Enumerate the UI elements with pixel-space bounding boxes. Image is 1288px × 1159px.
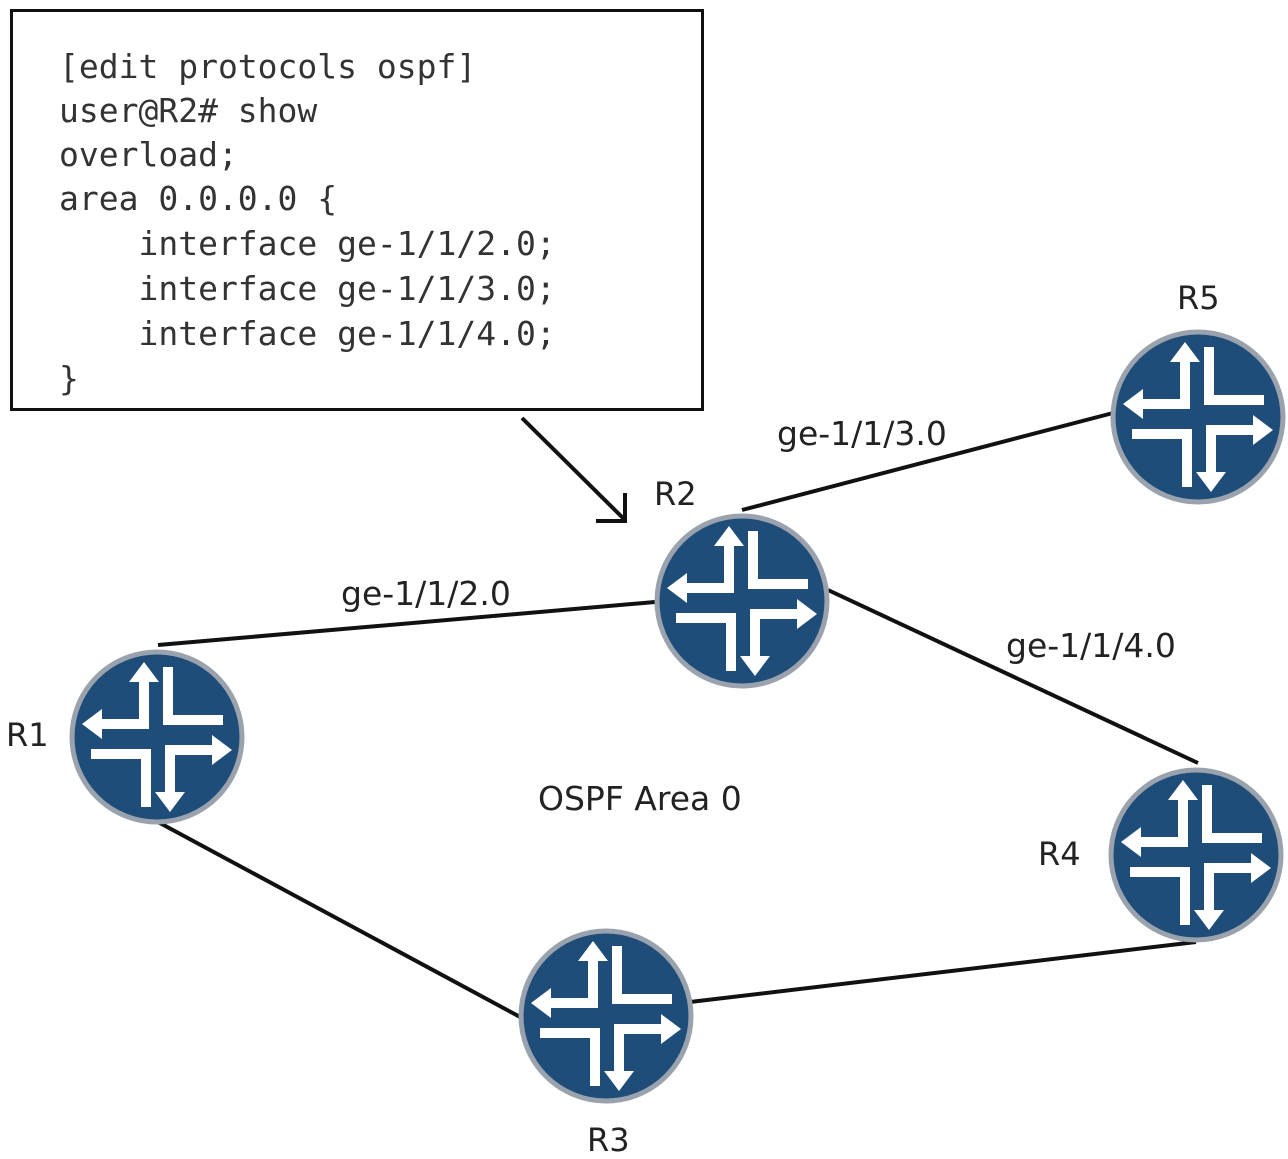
- router-label-r3: R3: [587, 1121, 630, 1159]
- router-icon-r3: [521, 931, 691, 1101]
- router-label-r1: R1: [6, 716, 49, 754]
- config-line: interface ge-1/1/2.0;: [59, 224, 556, 263]
- callout-arrowhead: [596, 493, 627, 523]
- link-r2-r5: [741, 411, 1114, 512]
- config-line: interface ge-1/1/3.0;: [59, 269, 556, 308]
- link-r2-r4: [827, 588, 1199, 765]
- router-icon-r5: [1113, 332, 1283, 502]
- link-r1-r3: [157, 820, 523, 1020]
- link-label-r2-r4: ge-1/1/4.0: [1006, 626, 1176, 665]
- config-line: interface ge-1/1/4.0;: [59, 314, 556, 353]
- router-icon-r4: [1111, 770, 1281, 940]
- router-label-r5: R5: [1177, 279, 1220, 317]
- config-line: [edit protocols ospf]: [59, 47, 477, 86]
- router-label-r2: R2: [654, 475, 697, 513]
- router-icon-r2: [657, 516, 827, 686]
- config-line: area 0.0.0.0 {: [59, 179, 338, 218]
- config-line: }: [59, 359, 79, 398]
- link-r3-r4: [689, 940, 1197, 1004]
- link-label-r2-r5: ge-1/1/3.0: [777, 414, 947, 453]
- area-label: OSPF Area 0: [538, 779, 742, 818]
- config-line: user@R2# show: [59, 91, 318, 130]
- router-icon-r1: [72, 652, 242, 822]
- link-r1-r2: [157, 600, 656, 647]
- config-line: overload;: [59, 135, 238, 174]
- link-label-r1-r2: ge-1/1/2.0: [341, 574, 511, 613]
- config-box: [edit protocols ospf] user@R2# show over…: [10, 9, 704, 411]
- callout-pointer: [520, 416, 627, 522]
- router-label-r4: R4: [1038, 835, 1081, 873]
